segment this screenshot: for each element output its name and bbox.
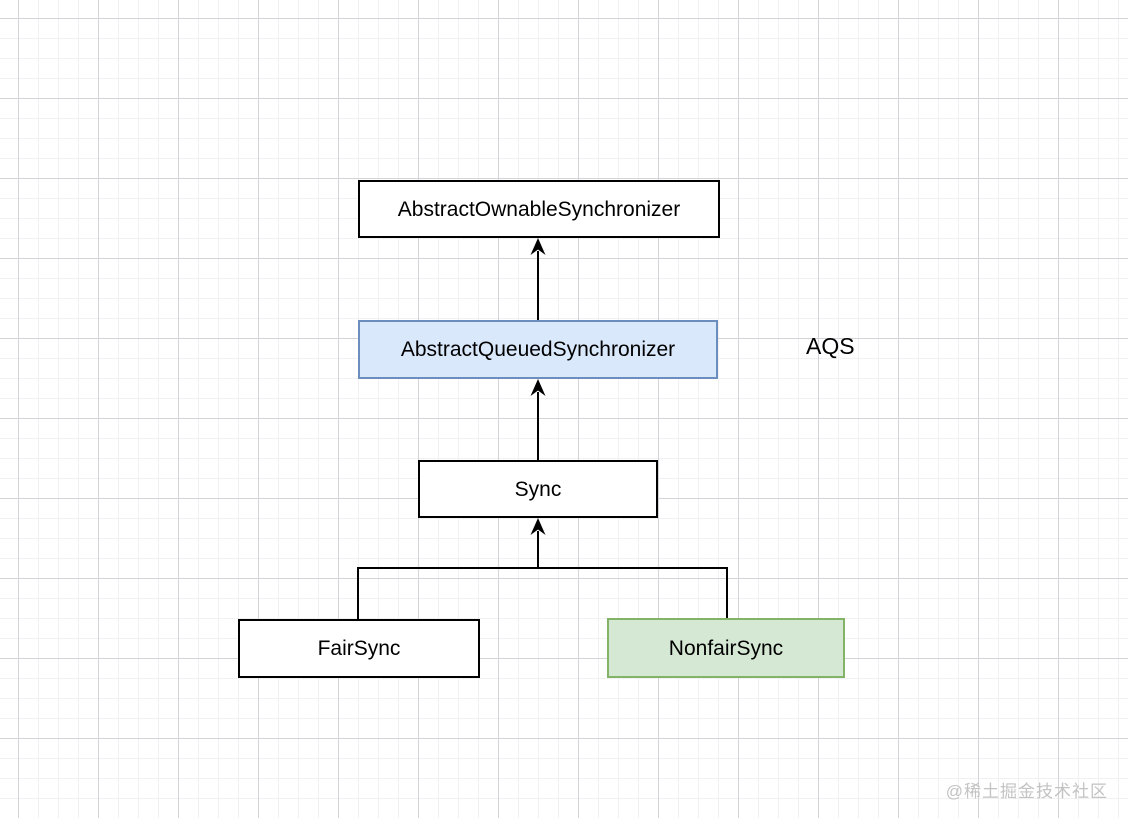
arrow-sync-to-queued (530, 379, 546, 460)
node-abstract-queued-synchronizer: AbstractQueuedSynchronizer (358, 320, 718, 379)
aqs-annotation: AQS (806, 333, 855, 359)
juejin-watermark: @稀土掘金技术社区 (945, 782, 1108, 801)
node-sync: Sync (418, 460, 658, 518)
node-nonfair-sync: NonfairSync (607, 618, 845, 678)
node-label: AbstractOwnableSynchronizer (397, 197, 681, 221)
node-label: Sync (514, 477, 562, 501)
node-label: NonfairSync (668, 636, 784, 660)
node-label: AbstractQueuedSynchronizer (400, 338, 676, 361)
arrow-queued-to-ownable (530, 238, 546, 320)
node-label: FairSync (317, 637, 401, 660)
node-abstract-ownable-synchronizer: AbstractOwnableSynchronizer (358, 180, 720, 238)
node-fair-sync: FairSync (238, 619, 480, 678)
arrow-subclasses-to-sync (357, 518, 728, 619)
